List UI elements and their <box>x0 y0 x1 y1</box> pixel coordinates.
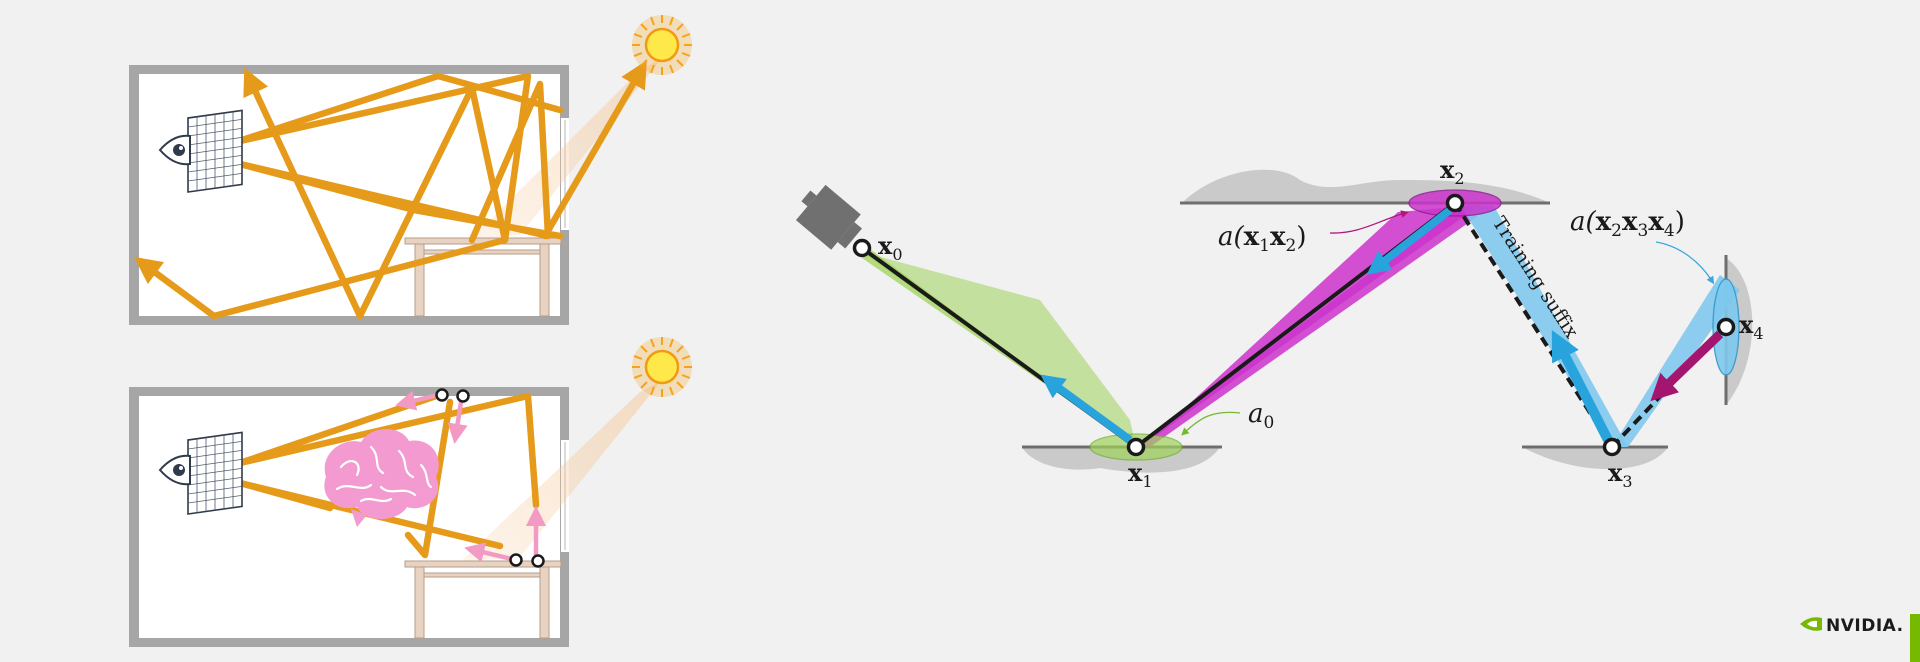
nvidia-logo: NVIDIA. <box>1800 616 1904 636</box>
radiance-arrow <box>1366 206 1453 275</box>
lobe-cyan <box>1460 205 1628 447</box>
light-path <box>236 392 540 509</box>
sunlight-beam <box>470 58 662 240</box>
eye-icon <box>158 454 191 486</box>
room-interior <box>139 396 560 638</box>
vertex-x1 <box>1126 437 1146 457</box>
query-point <box>531 554 545 568</box>
leader-a234 <box>1655 241 1715 285</box>
brand-label: NVIDIA. <box>1826 616 1904 636</box>
eye-icon <box>158 134 191 166</box>
room-path-tracing <box>129 15 692 325</box>
radiance-arrow <box>1040 374 1133 444</box>
path-vertices <box>852 193 1736 457</box>
label-x3: x3 <box>1608 458 1633 491</box>
lobe-cyan <box>1612 275 1740 447</box>
vertex-x4 <box>1716 317 1736 337</box>
label-a234: a(x2x3x4) <box>1570 207 1685 241</box>
radiance-arrow <box>1551 329 1613 443</box>
light-path <box>232 80 552 244</box>
label-a0: a0 <box>1248 399 1274 433</box>
label-x2: x2 <box>1440 155 1465 188</box>
vertex-x2 <box>1445 193 1465 213</box>
vertex-x3 <box>1602 437 1622 457</box>
image-plane-icon <box>187 109 243 193</box>
label-x1: x1 <box>1128 458 1153 491</box>
radiance-arrow <box>1650 330 1724 402</box>
room-neural-cache <box>129 337 692 647</box>
sun-icon <box>632 15 692 75</box>
light-path <box>134 236 509 320</box>
nvidia-eye-icon <box>1800 617 1822 631</box>
query-point <box>509 553 523 567</box>
light-path <box>404 398 454 559</box>
query-points <box>435 388 545 568</box>
image-plane-icon <box>187 431 243 515</box>
leader-a0 <box>1181 411 1241 436</box>
light-path <box>232 159 564 240</box>
lobe-magenta-wide <box>1150 205 1480 440</box>
query-point <box>435 388 449 402</box>
light-path <box>541 60 647 240</box>
path-diagram: x0 x1 x2 x3 x4 a0 a(x1x2) a(x2x3x4) Trai… <box>795 155 1764 491</box>
light-path <box>232 72 564 146</box>
label-x0: x0 <box>878 231 903 264</box>
label-x4: x4 <box>1739 310 1764 343</box>
vertex-x0 <box>852 238 872 258</box>
light-path <box>232 67 532 320</box>
cache-arrow <box>395 390 441 411</box>
accent-bar <box>1910 614 1920 662</box>
leader-a12 <box>1329 210 1409 234</box>
sun-icon <box>632 337 692 397</box>
sunlight-beam <box>460 380 662 562</box>
surface-shadow <box>1522 447 1668 470</box>
camera-icon <box>795 184 862 250</box>
brain-icon <box>324 429 439 527</box>
query-point <box>456 389 470 403</box>
cache-arrow <box>464 542 515 563</box>
light-paths <box>134 60 647 320</box>
label-a12: a(x1x2) <box>1218 222 1307 256</box>
